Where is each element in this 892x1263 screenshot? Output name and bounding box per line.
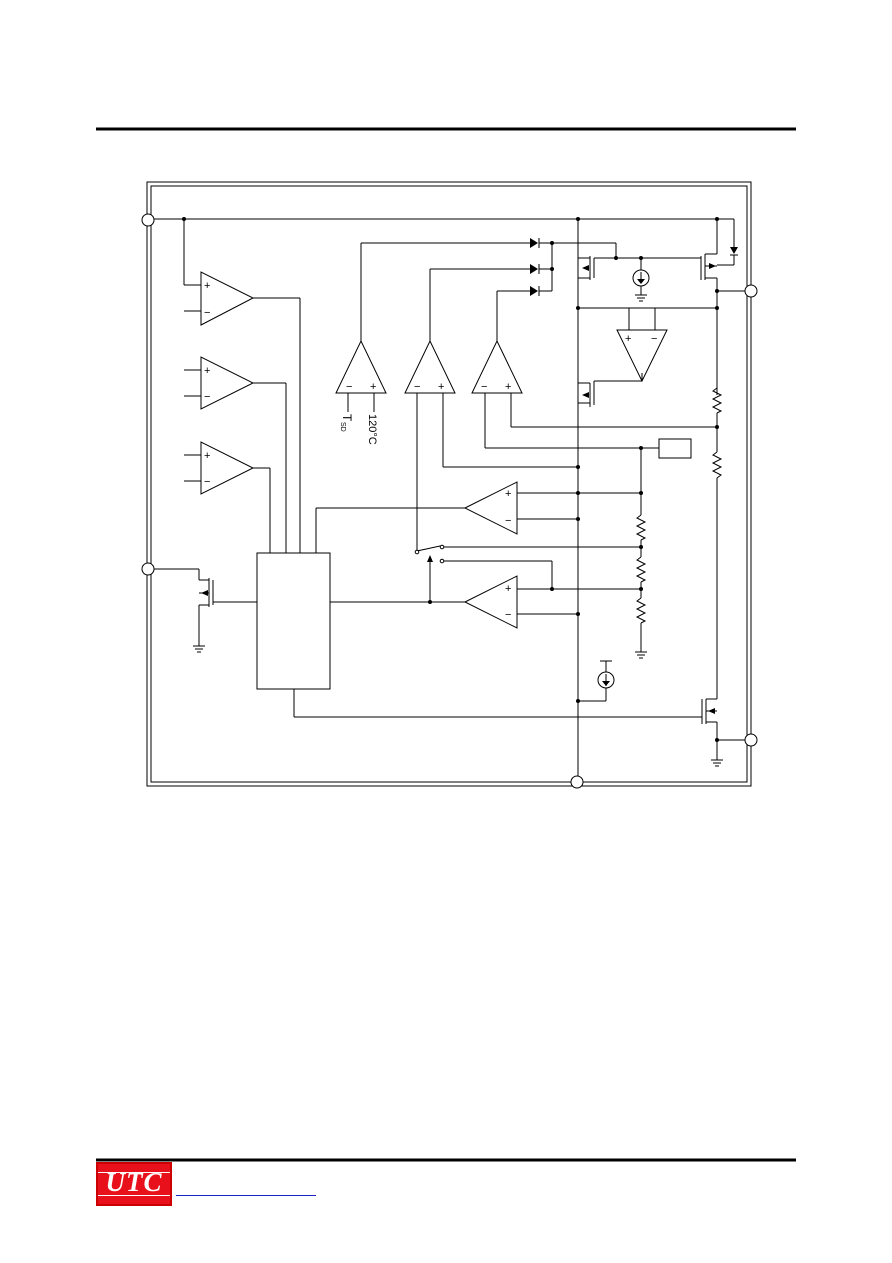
pin-output [744,284,758,298]
comparator-1: + − [183,219,301,553]
svg-text:−: − [651,333,657,345]
pmos-3 [578,380,642,407]
svg-text:+: + [370,381,376,393]
svg-text:+: + [204,280,210,292]
svg-text:+: + [625,333,631,345]
svg-text:−: − [505,515,511,527]
footer-link[interactable] [176,1194,316,1196]
svg-text:+: + [505,488,511,500]
svg-text:−: − [204,307,210,319]
svg-text:T: T [340,414,354,422]
svg-text:−: − [204,391,210,403]
amplifier-upper: + − [463,481,643,535]
control-logic-block [256,552,331,690]
comparator-4: − + [404,269,580,551]
svg-text:SD: SD [339,422,346,432]
diode-3 [530,286,540,296]
pmos-2 [614,253,745,395]
lower-transistor [701,698,745,767]
pmos-1 [576,256,719,310]
reference-box [658,438,692,459]
selector-switch [414,544,643,602]
svg-text:−: − [505,609,511,621]
logo-text: UTC [105,1167,163,1197]
svg-text:−: − [481,381,487,393]
enable-transistor [154,568,257,653]
diode-2 [530,264,540,274]
svg-text:+: + [204,365,210,377]
svg-text:+: + [505,381,511,393]
svg-text:−: − [204,476,210,488]
diode-1 [530,238,540,248]
company-logo: UTC [96,1162,172,1206]
svg-text:+: + [204,450,210,462]
svg-text:+: + [505,583,511,595]
pin-enable [141,562,155,576]
current-source-top [632,258,650,302]
resistor-ladder [635,448,647,659]
svg-text:+: + [438,381,444,393]
resistor-r1 [711,387,723,452]
package-outline [146,181,752,787]
pin-supply [141,213,155,227]
svg-text:−: − [346,381,352,393]
comparator-3: + − [184,441,271,553]
error-amplifier: + − [616,308,668,383]
resistor-r2 [711,451,723,699]
comparator-5: − + [471,291,719,450]
comparator-2: + − [184,356,287,553]
thermal-comparator: − + T SD 120°C [335,243,387,445]
supply-rail [153,217,738,265]
current-source-bottom [576,660,615,703]
pin-lower-output [744,733,758,747]
svg-text:−: − [414,381,420,393]
svg-text:120°C: 120°C [366,414,378,445]
pin-ground [570,775,584,789]
amplifier-lower: + − [463,575,643,629]
